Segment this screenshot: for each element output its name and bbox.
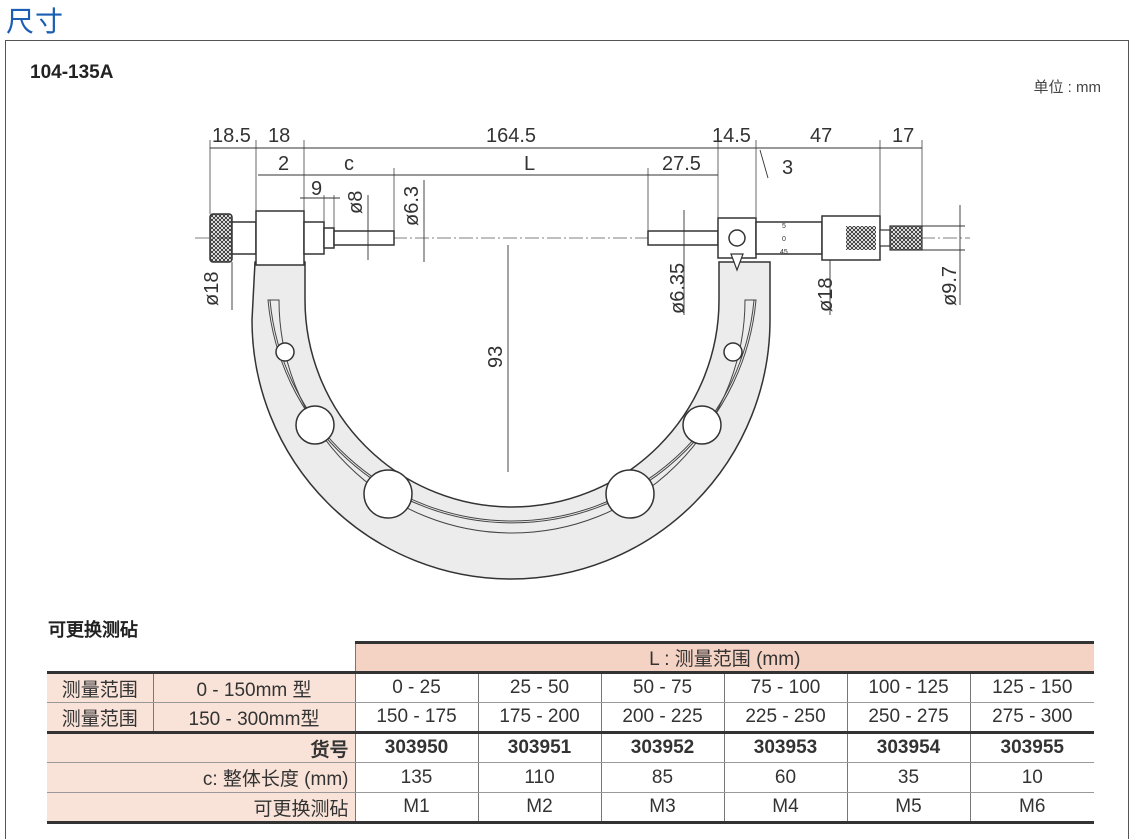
- table-cell: M4: [723, 792, 847, 824]
- unit-label: 单位 : mm: [1033, 79, 1102, 96]
- table-cell: 50 - 75: [600, 671, 724, 703]
- table-cell: 303954: [846, 731, 970, 763]
- table-cell: c: 整体长度 (mm): [47, 762, 355, 793]
- table-cell: 0 - 25: [354, 671, 478, 703]
- table-cell: [47, 642, 355, 673]
- table-cell: 85: [600, 762, 724, 793]
- dim-27-5: 27.5: [662, 153, 701, 175]
- spindle-assembly: 5 0 45: [647, 215, 923, 272]
- thimble-mark-5: 5: [782, 223, 786, 230]
- dim-164-5: 164.5: [486, 125, 536, 147]
- table-cell: 125 - 150: [969, 671, 1095, 703]
- table-cell: 货号: [47, 731, 355, 763]
- dim-93: 93: [485, 346, 507, 368]
- table-cell: 可更换测砧: [47, 792, 355, 824]
- table-cell: 303951: [477, 731, 601, 763]
- range-header: L : 测量范围 (mm): [354, 641, 1095, 673]
- micrometer-drawing: 5 0 45 18.5 18 164.5 14.5: [195, 125, 970, 580]
- dim-18-5: 18.5: [212, 125, 251, 147]
- dim-L: L: [524, 153, 535, 175]
- table-cell: 150 - 300mm型: [152, 702, 355, 733]
- table-cell: M6: [969, 792, 1095, 824]
- frame-hole: [682, 405, 722, 445]
- table-cell: M1: [354, 792, 478, 824]
- frame-hole: [275, 342, 295, 362]
- dim-dia-9-7: ø9.7: [939, 266, 961, 306]
- frame-hole: [295, 405, 335, 445]
- table-cell: 100 - 125: [846, 671, 970, 703]
- table-cell: 225 - 250: [723, 702, 847, 733]
- dim-47: 47: [810, 125, 832, 147]
- anvil-assembly: [209, 210, 395, 266]
- table-cell: M2: [477, 792, 601, 824]
- table-cell: 303955: [969, 731, 1095, 763]
- table-cell: 250 - 275: [846, 702, 970, 733]
- table-cell: 303953: [723, 731, 847, 763]
- dim-c: c: [344, 153, 354, 175]
- table-cell: 200 - 225: [600, 702, 724, 733]
- thimble-mark-45: 45: [780, 249, 788, 256]
- table-cell: M3: [600, 792, 724, 824]
- table-cell: 60: [723, 762, 847, 793]
- table-cell: 275 - 300: [969, 702, 1095, 733]
- table-cell: 110: [477, 762, 601, 793]
- dim-18: 18: [268, 125, 290, 147]
- dim-2: 2: [278, 153, 289, 175]
- dim-dia-18-left: ø18: [201, 272, 223, 306]
- frame-hole: [605, 469, 655, 519]
- thimble-mark-0: 0: [782, 236, 786, 243]
- dim-dia-6-3: ø6.3: [401, 186, 423, 226]
- table-cell: 10: [969, 762, 1095, 793]
- dim-9: 9: [311, 178, 322, 200]
- table-cell: 25 - 50: [477, 671, 601, 703]
- dim-14-5: 14.5: [712, 125, 751, 147]
- table-cell: 150 - 175: [354, 702, 478, 733]
- table-cell: 175 - 200: [477, 702, 601, 733]
- micrometer-frame: [251, 261, 771, 580]
- frame-hole: [363, 469, 413, 519]
- dim-dia-18-right: ø18: [815, 278, 837, 312]
- table-cell: 测量范围: [47, 702, 153, 733]
- table-cell: 135: [354, 762, 478, 793]
- table-cell: M5: [846, 792, 970, 824]
- model-number: 104-135A: [30, 62, 114, 83]
- table-cell: 35: [846, 762, 970, 793]
- section-title: 尺寸: [6, 5, 65, 38]
- table-cell: 0 - 150mm 型: [152, 671, 355, 703]
- table-cell: 303952: [600, 731, 724, 763]
- dim-17: 17: [892, 125, 914, 147]
- table-cell: 测量范围: [47, 671, 153, 703]
- dim-dia-8: ø8: [345, 191, 367, 214]
- frame-hole: [723, 342, 743, 362]
- drawing-frame: [5, 40, 1129, 839]
- table-cell: 75 - 100: [723, 671, 847, 703]
- table-cell: 303950: [354, 731, 478, 763]
- dim-3: 3: [782, 157, 793, 179]
- anvils-title: 可更换测砧: [48, 620, 138, 641]
- dim-dia-6-35: ø6.35: [667, 263, 689, 314]
